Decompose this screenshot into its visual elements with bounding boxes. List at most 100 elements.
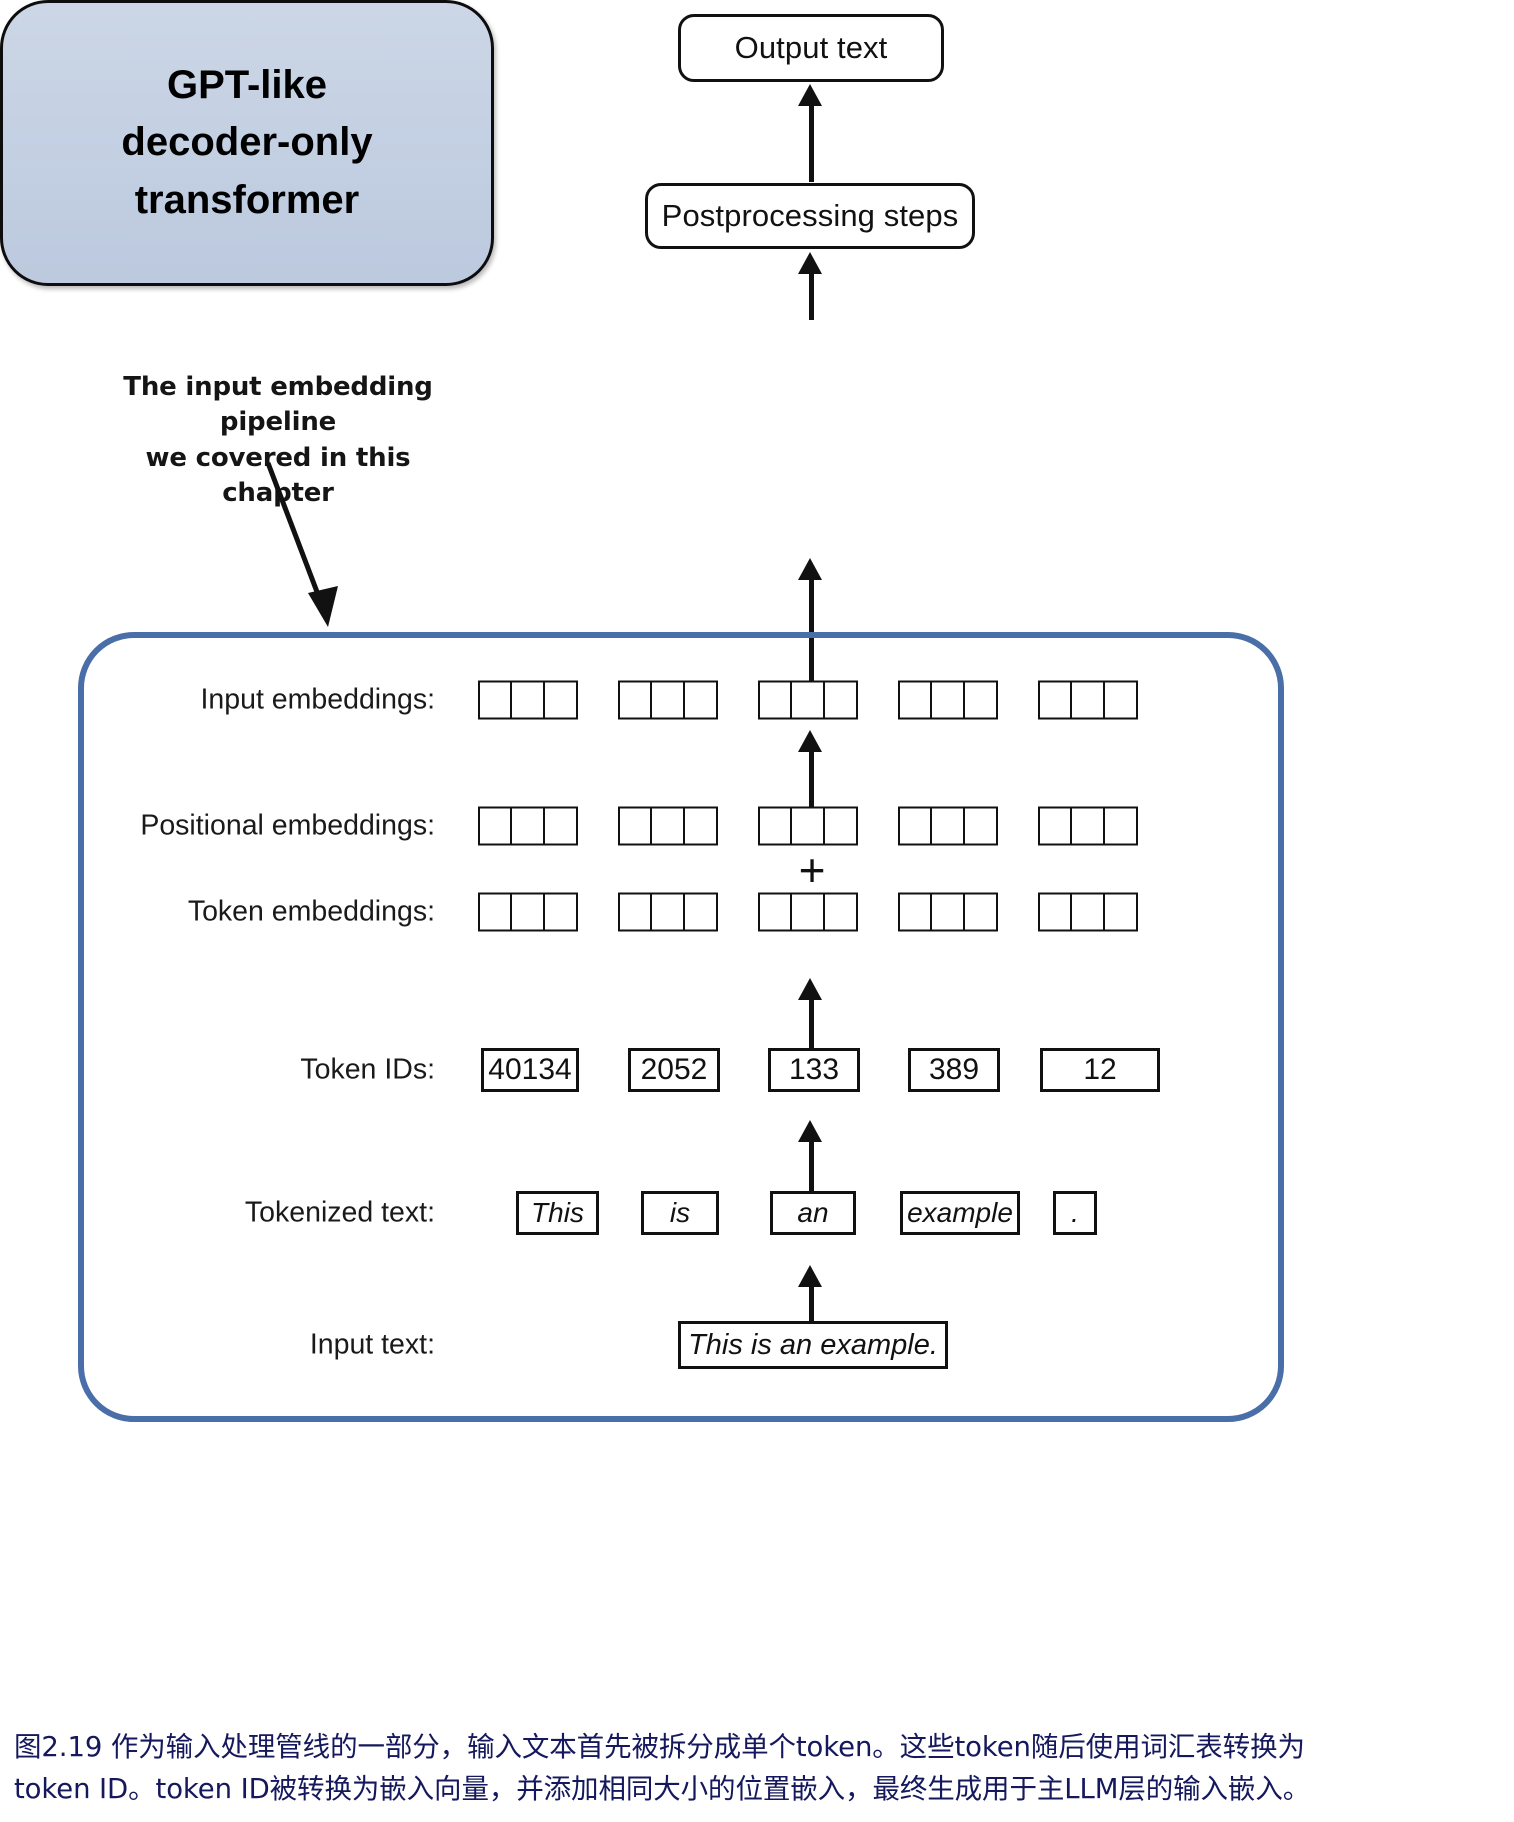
positional-embedding-group-5 [1038,806,1138,846]
token-box-4: example [900,1191,1020,1235]
embedding-cell [542,806,578,846]
plus-operator: + [798,844,826,896]
embedding-cell [650,892,686,932]
embedding-cell [618,892,653,932]
input-embedding-group-4 [898,680,998,720]
embedding-cell [822,806,858,846]
postprocessing-box: Postprocessing steps [645,183,975,249]
embedding-cell [510,806,546,846]
arrow-sum-to-input-embeddings-head [798,730,822,752]
token-embedding-group-4 [898,892,998,932]
token-id-box-3: 133 [768,1048,860,1092]
embedding-cell [1070,892,1106,932]
annotation-text: The input embedding pipeline we covered … [88,370,468,511]
embedding-cell [930,680,966,720]
embedding-cell [1070,680,1106,720]
positional-embedding-group-2 [618,806,718,846]
postprocessing-label: Postprocessing steps [661,198,959,233]
embedding-cell [478,680,513,720]
arrow-inputtext-to-tokens-head [798,1265,822,1287]
positional-embedding-group-3 [758,806,858,846]
embedding-cell [682,680,718,720]
token-embedding-group-5 [1038,892,1138,932]
output-text-box: Output text [678,14,944,82]
input-embedding-group-5 [1038,680,1138,720]
embedding-cell [542,680,578,720]
annotation-line-2: we covered in this chapter [145,442,411,508]
row-label-input-text: Input text: [309,1328,435,1361]
output-text-label: Output text [734,30,888,65]
embedding-cell [962,806,998,846]
connector-tokenids-top [809,1022,814,1050]
model-label-line-1: GPT-like [166,63,328,108]
caption-line-2: token ID。token ID被转换为嵌入向量，并添加相同大小的位置嵌入，最… [14,1772,1311,1805]
token-embedding-group-3 [758,892,858,932]
row-label-input-embeddings: Input embeddings: [200,683,436,716]
token-embedding-group-2 [618,892,718,932]
embedding-cell [758,892,793,932]
arrow-postprocessing-to-output-head [798,84,822,106]
arrow-model-to-postprocessing-head [798,252,822,274]
embedding-cell [822,892,858,932]
row-label-token-embeddings: Token embeddings: [187,895,435,928]
token-box-5: . [1053,1191,1097,1235]
model-label-line-2: decoder-only [121,120,373,165]
embedding-cell [682,892,718,932]
arrow-sum-to-input-embeddings-shaft [809,750,814,808]
embedding-cell [790,680,826,720]
arrow-tokenids-to-embeddings-head [798,978,822,1000]
figure-caption: 图2.19 作为输入处理管线的一部分，输入文本首先被拆分成单个token。这些t… [14,1727,1506,1811]
connector-inputtext-top [809,1295,814,1323]
token-embedding-group-1 [478,892,578,932]
input-embedding-group-1 [478,680,578,720]
embedding-cell [1070,806,1106,846]
annotation-pointer-arrow-icon [265,462,338,627]
embedding-cell [478,806,513,846]
token-box-1: This [516,1191,599,1235]
embedding-cell [478,892,513,932]
arrow-tokens-to-tokenids-head [798,1120,822,1142]
row-label-token-ids: Token IDs: [300,1053,435,1086]
embedding-cell [650,806,686,846]
embedding-cell [542,892,578,932]
arrow-postprocessing-to-output-shaft [809,104,814,182]
embedding-cell [898,680,933,720]
input-text-box: This is an example. [678,1321,948,1369]
embedding-cell [650,680,686,720]
embedding-cell [962,892,998,932]
token-id-box-2: 2052 [628,1048,720,1092]
token-id-box-5: 12 [1040,1048,1160,1092]
embedding-cell [1102,680,1138,720]
token-box-3: an [770,1191,856,1235]
embedding-cell [758,806,793,846]
model-label-line-3: transformer [134,177,360,222]
embedding-cell [930,806,966,846]
arrow-model-to-postprocessing-shaft [809,272,814,320]
embedding-cell [510,892,546,932]
embedding-cell [1102,892,1138,932]
embedding-cell [1038,680,1073,720]
embedding-cell [1038,806,1073,846]
embedding-cell [618,680,653,720]
embedding-cell [898,806,933,846]
positional-embedding-group-1 [478,806,578,846]
row-label-positional-embeddings: Positional embeddings: [140,809,435,842]
embedding-cell [1038,892,1073,932]
embedding-cell [790,892,826,932]
embedding-cell [510,680,546,720]
embedding-cell [822,680,858,720]
row-label-tokenized-text: Tokenized text: [244,1196,435,1229]
embedding-cell [962,680,998,720]
gpt-decoder-only-transformer-box: GPT-like decoder-only transformer [0,0,494,286]
connector-tokens-top [809,1163,814,1191]
embedding-cell [758,680,793,720]
embedding-cell [618,806,653,846]
embedding-cell [930,892,966,932]
token-id-box-1: 40134 [481,1048,579,1092]
input-embedding-pipeline-container [78,632,1284,1422]
embedding-cell [898,892,933,932]
positional-embedding-group-4 [898,806,998,846]
token-box-2: is [641,1191,719,1235]
embedding-cell [1102,806,1138,846]
